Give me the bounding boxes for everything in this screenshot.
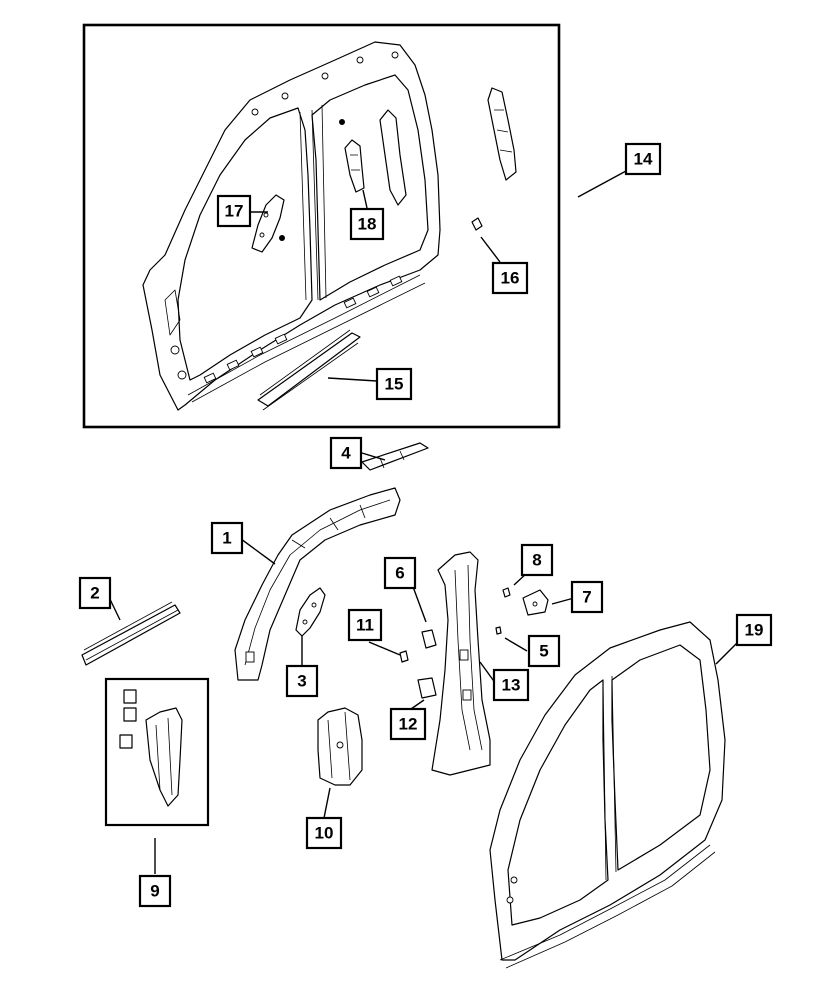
small-clips	[399, 587, 549, 699]
callout-5-label: 5	[539, 642, 548, 661]
callout-3: 3	[285, 664, 319, 698]
callout-7-label: 7	[582, 588, 591, 607]
callout-1: 1	[210, 521, 244, 555]
body-side-aperture-inner	[142, 41, 441, 411]
callout-5: 5	[527, 634, 561, 668]
part-1-a-pillar	[234, 487, 401, 681]
callout-2: 2	[78, 576, 112, 610]
callout-16-label: 16	[501, 269, 520, 288]
leader-lines	[106, 170, 738, 874]
callout-19-label: 19	[745, 621, 764, 640]
part-19-outer-body-side	[489, 621, 726, 969]
part-4-strip	[361, 442, 429, 471]
callout-17: 17	[216, 194, 252, 228]
part-3-bracket	[295, 587, 326, 637]
callout-11: 11	[347, 608, 383, 642]
callout-18: 18	[349, 207, 385, 241]
rear-pillar-reinforcement	[379, 109, 407, 206]
callout-12: 12	[389, 707, 427, 741]
callout-8-label: 8	[532, 551, 541, 570]
callout-13-label: 13	[502, 676, 521, 695]
callout-12-label: 12	[399, 715, 418, 734]
callout-3-label: 3	[297, 672, 306, 691]
callout-4: 4	[329, 436, 363, 470]
callout-11-label: 11	[356, 616, 374, 635]
callout-15-label: 15	[385, 375, 404, 394]
callout-1-label: 1	[222, 529, 231, 548]
callout-18-label: 18	[358, 215, 377, 234]
callout-19: 19	[735, 613, 773, 647]
callout-17-label: 17	[225, 202, 244, 221]
part-15-sill-strip	[257, 329, 361, 411]
callout-6: 6	[383, 556, 417, 590]
assembly-frame	[82, 23, 561, 429]
callout-2-label: 2	[90, 584, 99, 603]
callout-15: 15	[375, 367, 413, 401]
part-13-b-pillar	[431, 551, 491, 776]
upper-pillar-part	[487, 87, 517, 181]
callout-16: 16	[491, 261, 529, 295]
callout-4-label: 4	[341, 444, 351, 463]
callout-8: 8	[520, 543, 554, 577]
part-9-frame	[104, 677, 210, 827]
callout-9: 9	[138, 874, 172, 908]
callout-10: 10	[305, 816, 343, 850]
part-16-clip	[471, 217, 483, 231]
callout-7: 7	[570, 580, 604, 614]
callout-14: 14	[624, 142, 662, 176]
callout-14-label: 14	[634, 150, 653, 169]
callout-13: 13	[492, 668, 530, 702]
part-18-bracket	[344, 139, 365, 193]
callout-6-label: 6	[395, 564, 404, 583]
callout-10-label: 10	[315, 824, 334, 843]
callout-9-label: 9	[150, 882, 159, 901]
part-10-reinforcement	[317, 707, 363, 786]
part-17-bracket	[251, 194, 285, 253]
part-9-parts	[119, 689, 183, 807]
part-2-strip	[81, 601, 181, 666]
